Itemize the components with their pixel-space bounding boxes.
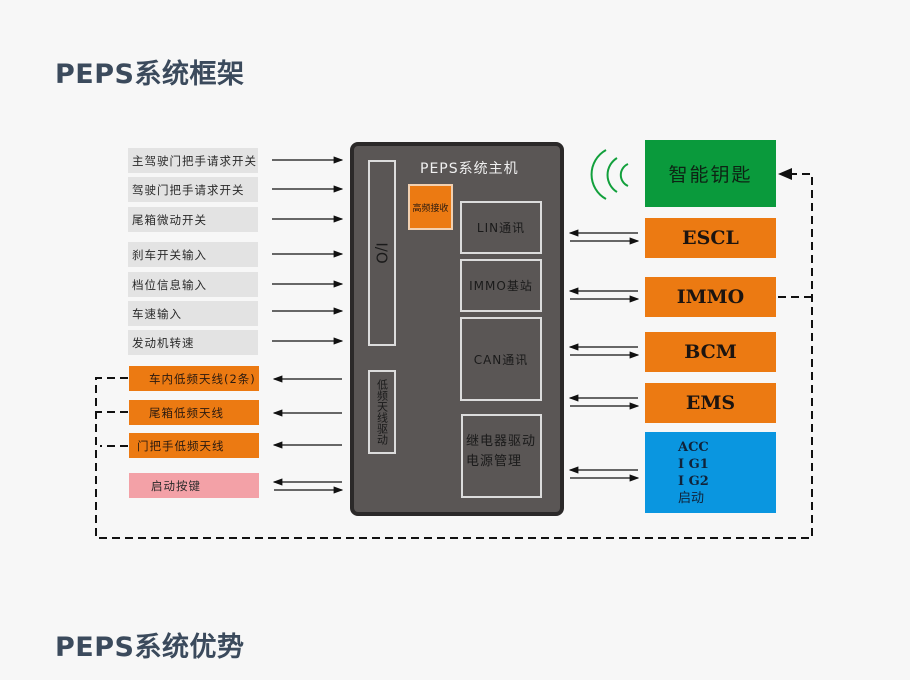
escl-box: ESCL [645, 218, 776, 258]
heading-advantages: PEPS系统优势 [55, 632, 245, 663]
can-comm-block: CAN通讯 [460, 317, 542, 401]
input-brake-switch: 刹车开关输入 [128, 242, 258, 267]
power-management-label: 电源管理 [466, 454, 523, 469]
host-title: PEPS系统主机 [420, 161, 519, 177]
input-gear-info: 档位信息输入 [128, 272, 258, 297]
antenna-interior-lf: 车内低频天线(2条) [129, 366, 259, 391]
heading-framework: PEPS系统框架 [55, 59, 245, 90]
lin-comm-block: LIN通讯 [460, 201, 542, 254]
input-engine-speed: 发动机转速 [128, 330, 258, 355]
power-line-ig2: I G2 [678, 474, 709, 489]
input-main-driver-door-handle-switch: 主驾驶门把手请求开关 [128, 148, 258, 173]
io-block: I/O [368, 160, 396, 346]
io-label: I/O [372, 242, 391, 264]
rf-receive-block: 高频接收 [408, 184, 453, 230]
relay-power-block: 继电器驱动 电源管理 [461, 414, 542, 498]
wireless-signal-icon [590, 149, 629, 200]
smart-key-arrow-head [778, 168, 792, 180]
immo-base-block: IMMO基站 [460, 259, 542, 312]
dashed-antenna-bus [95, 173, 813, 539]
immo-box: IMMO [645, 277, 776, 317]
power-mode-box: ACC I G1 I G2 启动 [645, 432, 776, 513]
power-line-acc: ACC [678, 440, 709, 455]
ems-box: EMS [645, 383, 776, 423]
antenna-trunk-lf: 尾箱低频天线 [129, 400, 259, 425]
peps-host-unit: PEPS系统主机 I/O 高频接收 低频天线驱动 LIN通讯 IMMO基站 CA… [350, 142, 564, 516]
power-line-start: 启动 [678, 491, 705, 506]
input-vehicle-speed: 车速输入 [128, 301, 258, 326]
start-button: 启动按键 [129, 473, 259, 498]
relay-driver-label: 继电器驱动 [466, 434, 537, 449]
power-line-ig1: I G1 [678, 457, 709, 472]
input-driver-door-handle-switch: 驾驶门把手请求开关 [128, 177, 258, 202]
bcm-box: BCM [645, 332, 776, 372]
smart-key-box: 智能钥匙 [645, 140, 776, 207]
lf-driver-block: 低频天线驱动 [368, 370, 396, 454]
antenna-door-handle-lf: 门把手低频天线 [129, 433, 259, 458]
input-trunk-micro-switch: 尾箱微动开关 [128, 207, 258, 232]
